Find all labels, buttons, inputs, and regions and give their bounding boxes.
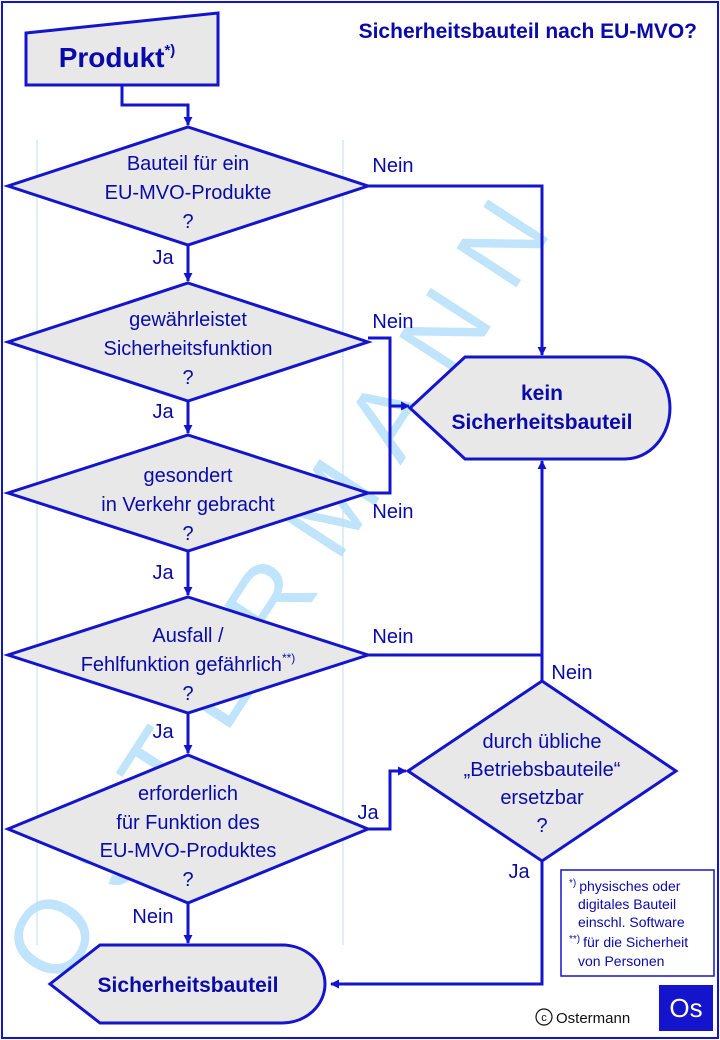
decision-4-line-2: Fehlfunktion gefährlich <box>81 654 282 676</box>
start-label: Produkt <box>59 42 165 73</box>
decision-1: Bauteil für ein EU-MVO-Produkte ? <box>3 125 373 247</box>
footnote-1-line-2: digitales Bauteil <box>578 896 676 912</box>
label-yes-4: Ja <box>152 721 174 743</box>
label-no-4: Nein <box>372 626 413 648</box>
decision-4: Ausfall / Fehlfunktion gefährlich**) ? <box>3 595 373 715</box>
decision-2-line-2: Sicherheitsfunktion <box>104 338 273 360</box>
decision-3-line-3: ? <box>182 523 193 545</box>
label-no-3: Nein <box>372 501 413 523</box>
result-safety-component: Sicherheitsbauteil <box>47 943 327 1025</box>
decision-1-line-2: EU-MVO-Produkte <box>105 182 272 204</box>
decision-4-footnote-mark: **) <box>282 651 295 665</box>
decision-2-line-1: gewährleistet <box>129 309 247 331</box>
decision-1-line-1: Bauteil für ein <box>127 153 249 175</box>
label-no-5: Nein <box>132 906 173 928</box>
svg-text:c: c <box>541 1012 547 1024</box>
decision-4-line-3: ? <box>182 683 193 705</box>
connectors <box>120 85 547 989</box>
decision-5-line-3: EU-MVO-Produktes <box>100 840 277 862</box>
footnote-1-line-1: *)physisches oder <box>569 878 681 894</box>
label-yes-1: Ja <box>152 247 174 269</box>
result-not-safety-line-1: kein <box>521 382 563 405</box>
footnote-2-mark: **) <box>569 934 580 945</box>
start-footnote-mark: *) <box>164 42 175 59</box>
footnote-1-line-3: einschl. Software <box>578 914 685 930</box>
watermark: OSTERMANN <box>0 156 588 1003</box>
footnote-2-line-1: **)für die Sicherheit <box>569 934 688 950</box>
copyright-icon <box>535 1008 553 1026</box>
result-not-safety-component: kein Sicherheitsbauteil <box>407 355 672 461</box>
result-not-safety-line-2: Sicherheitsbauteil <box>452 411 633 434</box>
footnote-1-mark: *) <box>569 878 576 889</box>
decision-6-line-3: ersetzbar <box>500 787 584 809</box>
label-no-2: Nein <box>372 311 413 333</box>
decision-5-line-2: für Funktion des <box>116 812 259 834</box>
result-safety-label: Sicherheitsbauteil <box>98 974 279 997</box>
decision-3-line-2: in Verkehr gebracht <box>101 494 275 516</box>
label-yes-2: Ja <box>152 401 174 423</box>
copyright: c Ostermann <box>535 1008 630 1027</box>
decision-6-line-2: „Betriebsbauteile“ <box>464 759 621 781</box>
decision-2: gewährleistet Sicherheitsfunktion ? <box>3 281 373 403</box>
decision-1-line-3: ? <box>182 211 193 233</box>
svg-text:Fehlfunktion gefährlich**): Fehlfunktion gefährlich**) <box>81 651 296 676</box>
footnote-box: *)physisches oder digitales Bauteil eins… <box>560 869 715 977</box>
label-yes-3: Ja <box>152 562 174 584</box>
logo-text: Os <box>669 993 702 1023</box>
decision-6: durch übliche „Betriebsbauteile“ ersetzb… <box>405 679 679 863</box>
copyright-text: Ostermann <box>556 1010 630 1027</box>
decision-3-line-1: gesondert <box>144 465 233 487</box>
logo: Os <box>659 985 713 1031</box>
decision-5-line-4: ? <box>182 869 193 891</box>
decision-6-line-1: durch übliche <box>483 731 602 753</box>
label-yes-5: Ja <box>357 802 379 824</box>
decision-2-line-3: ? <box>182 367 193 389</box>
svg-text:Produkt*): Produkt*) <box>59 42 176 73</box>
label-no-1: Nein <box>372 155 413 177</box>
start-produkt: Produkt*) <box>24 11 220 87</box>
label-no-6: Nein <box>551 662 592 684</box>
footnote-2-line-2: von Personen <box>578 953 664 969</box>
decision-5-line-1: erforderlich <box>138 783 238 805</box>
label-yes-6: Ja <box>508 861 530 883</box>
decision-5: erforderlich für Funktion des EU-MVO-Pro… <box>4 753 372 905</box>
decision-4-line-1: Ausfall / <box>152 625 224 647</box>
decision-6-line-4: ? <box>536 815 547 837</box>
diagram-title: Sicherheitsbauteil nach EU-MVO? <box>359 20 697 43</box>
